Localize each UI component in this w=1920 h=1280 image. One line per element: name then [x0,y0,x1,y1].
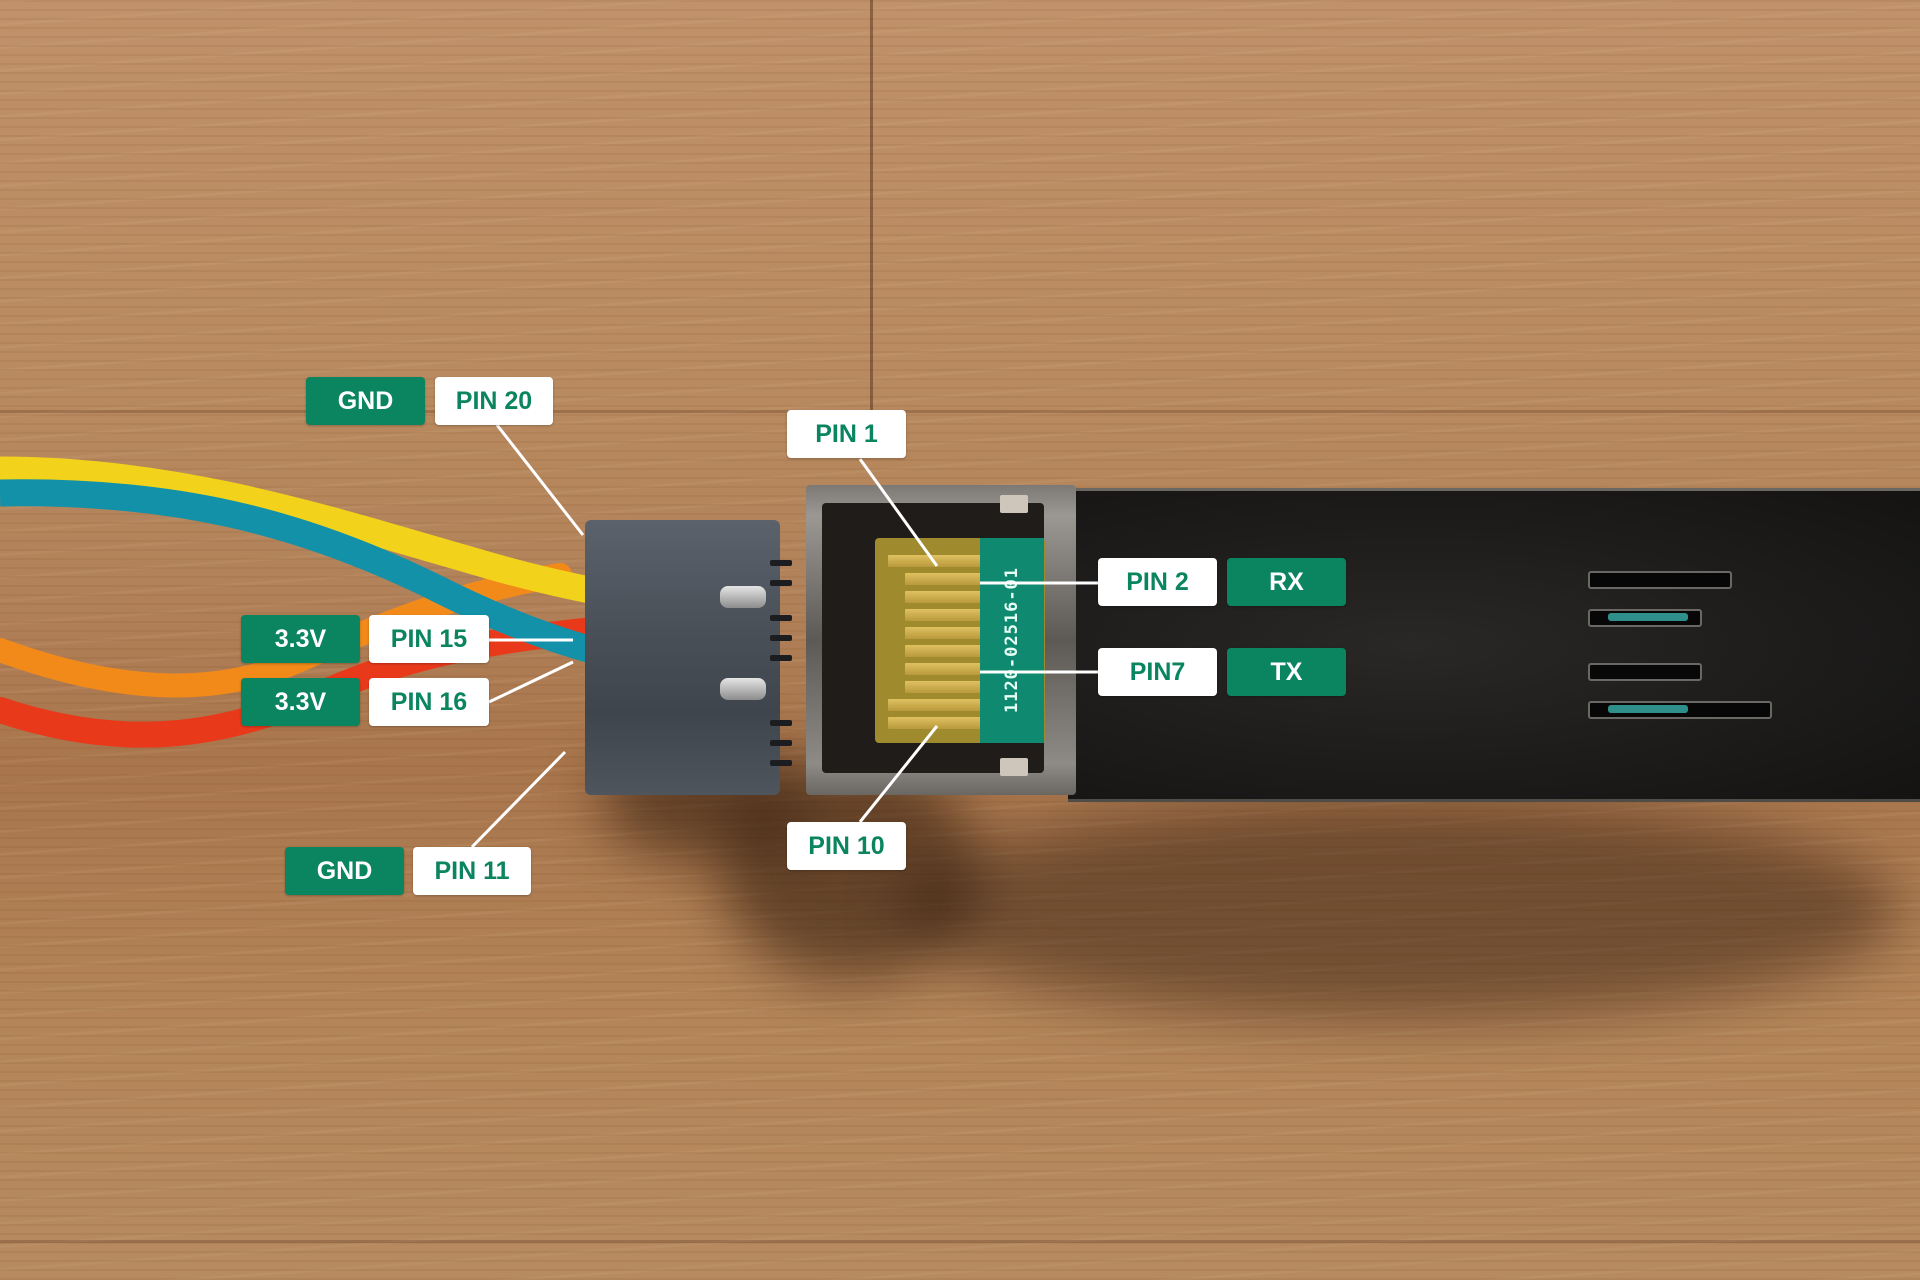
pin-1-label: PIN 1 [787,410,906,458]
cage-tab [1000,495,1028,513]
pin-2-label: PIN 2 [1098,558,1217,606]
tx-signal-label: TX [1227,648,1346,696]
pcb-strip [980,538,1044,743]
gold-finger [905,573,983,585]
pcb-trace-visible [1608,705,1688,713]
gold-finger [905,645,983,657]
connector-pin [770,580,792,586]
pin-15-label: PIN 15 [369,615,489,663]
gold-finger [905,591,983,603]
solder-joint [720,678,766,700]
pcb-part-number: 1120-02516-01 [1002,566,1022,714]
plank-seam [870,0,873,420]
connector-pin [770,720,792,726]
plank-seam [0,410,1920,413]
plank-seam [0,1240,1920,1243]
rx-signal-label: RX [1227,558,1346,606]
heatsink-slot [1588,571,1732,589]
pin-10-label: PIN 10 [787,822,906,870]
sfp-edge-connector [585,520,792,795]
gnd-signal-label: GND [306,377,425,425]
3v3-signal-label-pin16: 3.3V [241,678,360,726]
gold-finger-pin1 [888,555,983,567]
gold-finger [905,663,983,675]
pin-7-label: PIN7 [1098,648,1217,696]
gold-finger [905,627,983,639]
pcb-trace-visible [1608,613,1688,621]
gold-finger-pin10 [888,717,983,729]
gnd-signal-label-pin11: GND [285,847,404,895]
solder-joint [720,586,766,608]
gold-finger [905,681,983,693]
3v3-signal-label-pin15: 3.3V [241,615,360,663]
module-shadow [900,800,1900,1020]
cage-tab [1000,758,1028,776]
gold-finger [888,699,983,711]
pin-20-label: PIN 20 [435,377,553,425]
connector-pin [770,760,792,766]
connector-pin [770,740,792,746]
gold-finger [905,609,983,621]
sfp-module-body [1068,488,1920,802]
heatsink-slot [1588,663,1702,681]
connector-pin [770,560,792,566]
pin-16-label: PIN 16 [369,678,489,726]
connector-pin [770,615,792,621]
connector-pin [770,635,792,641]
pin-11-label: PIN 11 [413,847,531,895]
connector-pin [770,655,792,661]
